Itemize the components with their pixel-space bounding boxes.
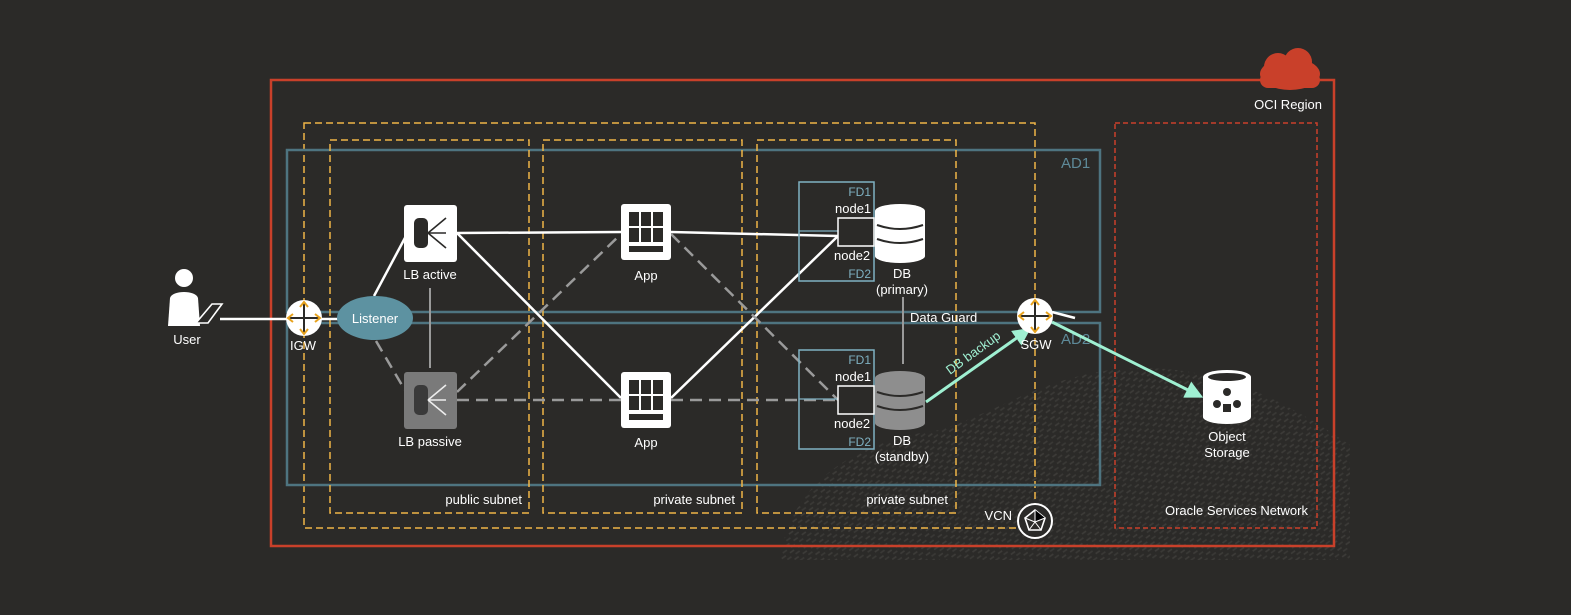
oci-region-border [269, 78, 1336, 548]
db-standby-node2: node2 [834, 416, 870, 431]
data-guard-label: Data Guard [910, 310, 977, 325]
listener-node[interactable] [337, 296, 413, 340]
osn-label: Oracle Services Network [1165, 503, 1309, 518]
db-primary-node1: node1 [835, 201, 871, 216]
user-icon [168, 269, 224, 326]
user-label: User [173, 332, 201, 347]
sgw-icon[interactable] [1017, 298, 1053, 334]
object-storage-icon[interactable] [1203, 370, 1251, 424]
igw-label: IGW [290, 338, 317, 353]
lb-passive-icon[interactable] [404, 372, 457, 429]
cloud-icon [1260, 48, 1320, 90]
ad2-border [285, 321, 1102, 487]
db-standby-line2: (standby) [875, 449, 929, 464]
osn-backup-arrow [1051, 320, 1204, 398]
oci-region-label: OCI Region [1254, 97, 1322, 112]
db-subnet-border [756, 139, 957, 514]
vcn-icon[interactable] [1017, 503, 1053, 539]
ad2-label: AD2 [1061, 331, 1090, 348]
app-bottom-label: App [634, 435, 657, 450]
db-standby-node1: node1 [835, 369, 871, 384]
db-primary-fd2: FD2 [848, 267, 871, 281]
ad1-border [285, 148, 1102, 314]
db-standby-line1: DB [893, 433, 911, 448]
db-subnet-label: private subnet [866, 492, 948, 507]
osn-border [1114, 122, 1318, 529]
db-primary-line2: (primary) [876, 282, 928, 297]
lb-passive-label: LB passive [398, 434, 462, 449]
object-storage-line2: Storage [1204, 445, 1250, 460]
listener-label: Listener [352, 311, 399, 326]
ad1-label: AD1 [1061, 155, 1090, 172]
app-bottom-icon[interactable] [621, 372, 671, 428]
db-primary-fd1: FD1 [848, 185, 871, 199]
db-primary-icon[interactable] [875, 204, 925, 263]
object-storage-line1: Object [1208, 429, 1246, 444]
public-subnet-label: public subnet [445, 492, 522, 507]
standby-paths [374, 233, 839, 402]
lb-active-label: LB active [403, 267, 456, 282]
db-standby-fd-box [798, 349, 875, 450]
db-standby-fd2: FD2 [848, 435, 871, 449]
db-primary-node2: node2 [834, 248, 870, 263]
lb-active-icon[interactable] [404, 205, 457, 262]
db-backup-arrow [925, 327, 1031, 404]
db-standby-fd1: FD1 [848, 353, 871, 367]
db-standby-icon[interactable] [875, 371, 925, 430]
igw-icon[interactable] [286, 300, 322, 336]
db-primary-fd-box [798, 181, 875, 282]
db-primary-line1: DB [893, 266, 911, 281]
sgw-label: SGW [1020, 337, 1052, 352]
app-subnet-label: private subnet [653, 492, 735, 507]
public-subnet-border [329, 139, 530, 514]
app-top-label: App [634, 268, 657, 283]
vcn-label: VCN [985, 508, 1012, 523]
app-subnet-border [542, 139, 743, 514]
app-top-icon[interactable] [621, 204, 671, 260]
